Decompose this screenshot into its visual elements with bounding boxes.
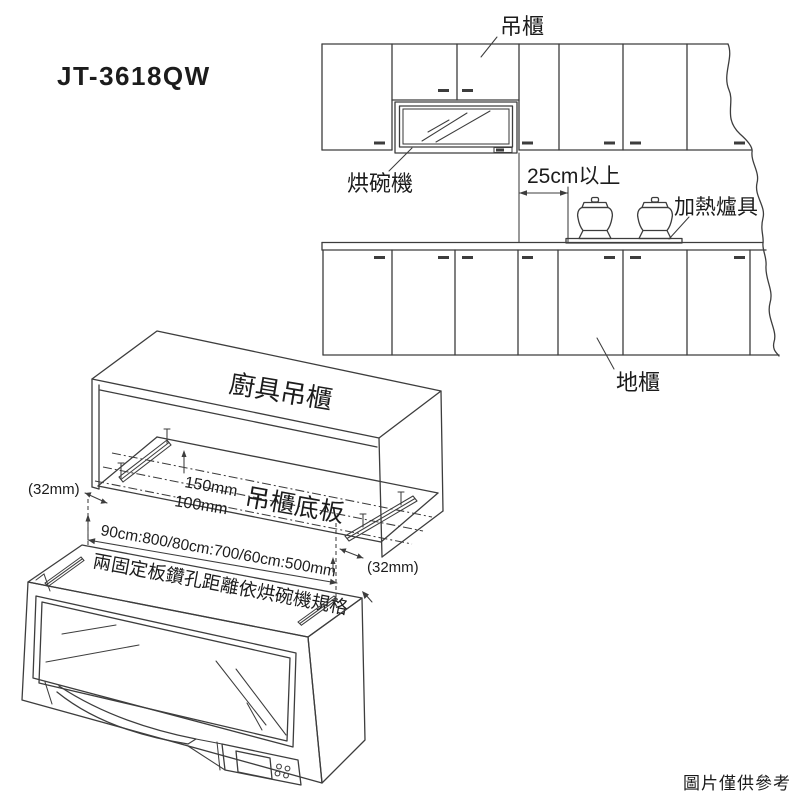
top-rail-right — [297, 595, 338, 626]
iso-cabinet-label: 廚具吊櫃 — [227, 368, 335, 415]
display-window — [235, 750, 273, 780]
dish-dryer-unit — [21, 544, 366, 786]
break-line — [726, 43, 780, 357]
panel-button — [274, 770, 281, 777]
floor-cabinet-leader — [596, 337, 615, 370]
top-rail-left — [35, 556, 85, 592]
dim-arrow-right — [560, 190, 568, 196]
door-handles — [374, 256, 745, 259]
control-panel — [187, 738, 302, 786]
floor-cabinet-label: 地櫃 — [616, 370, 660, 395]
hole-centerline — [111, 452, 433, 518]
dish-dryer-front — [394, 101, 518, 154]
door-handles — [374, 89, 745, 145]
stove-leader — [668, 216, 690, 240]
width-dimension-line — [87, 539, 338, 584]
upper-cabinets — [321, 43, 753, 151]
clearance-label: 25cm以上 — [527, 165, 620, 188]
panel-button — [284, 765, 291, 772]
mounting-rail-left — [117, 428, 172, 483]
glass-door — [32, 595, 297, 748]
offset-left-label: (32mm) — [28, 481, 80, 498]
screw — [163, 428, 171, 444]
floor-cabinets — [322, 249, 780, 356]
glass-reflection — [61, 624, 117, 635]
pot-left — [576, 196, 614, 240]
offset-right-label: (32mm) — [367, 559, 419, 576]
iso-cabinet: 廚具吊櫃 吊櫃底板 150mm 100mm — [91, 330, 444, 558]
front-view-labels: 吊櫃 烘碗機 加熱爐具 地櫃 — [347, 14, 758, 395]
clearance-dimension: 25cm以上 — [518, 152, 620, 243]
dim-arrow-left — [519, 190, 527, 196]
stove — [565, 196, 683, 244]
mounting-rail-right — [344, 491, 418, 542]
screw — [359, 513, 367, 528]
door-handle — [44, 681, 197, 745]
watermark: 圖片僅供參考 — [683, 774, 791, 793]
hole-centerline — [102, 466, 424, 532]
hanging-cabinet-leader — [480, 36, 498, 58]
glass-reflection — [427, 119, 450, 133]
bottom-board-label: 吊櫃底板 — [243, 483, 346, 528]
screw — [397, 491, 405, 506]
countertop — [321, 241, 767, 251]
panel-button — [283, 772, 289, 779]
dish-dryer-leader — [388, 147, 413, 172]
pot-right — [636, 196, 674, 240]
stove-label: 加熱爐具 — [674, 196, 758, 219]
hole-centerline — [94, 480, 413, 545]
screw — [117, 462, 125, 479]
hanging-cabinet-label: 吊櫃 — [500, 14, 544, 39]
model-number: JT-3618QW — [57, 61, 211, 91]
panel-button — [276, 763, 282, 770]
dish-dryer-label: 烘碗機 — [347, 171, 413, 196]
